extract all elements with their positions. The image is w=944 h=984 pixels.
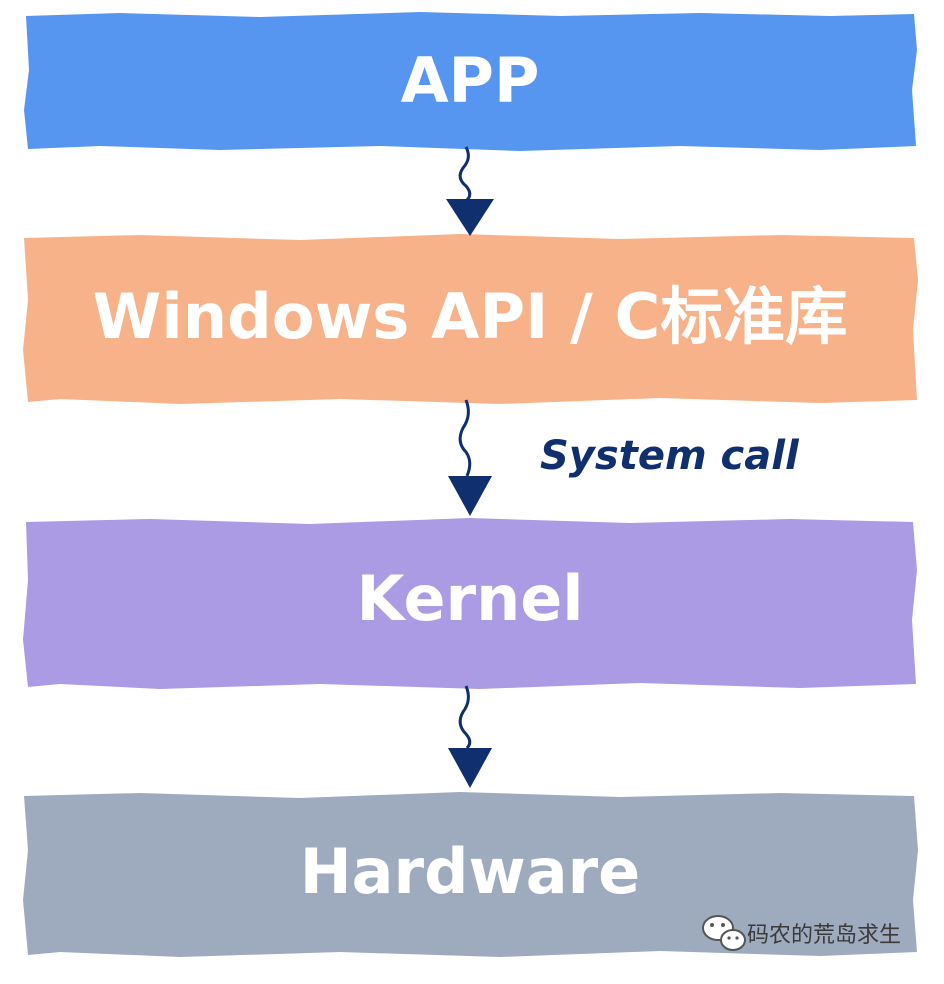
layer-api: Windows API / C标准库: [23, 234, 918, 404]
layer-hardware-label: Hardware: [300, 835, 640, 908]
layer-kernel: Kernel: [23, 518, 917, 689]
arrow-kernel-to-hardware-line: [458, 685, 472, 750]
arrow-app-to-api: [446, 146, 494, 236]
layer-api-label: Windows API / C标准库: [93, 280, 848, 353]
layer-app-band: [24, 12, 917, 151]
system-call-annotation: System call: [540, 433, 800, 479]
arrow-api-to-kernel-line: [458, 399, 472, 477]
layer-api-band: [23, 234, 918, 404]
arrow-app-to-api-line: [458, 146, 472, 202]
arrow-app-to-api-head: [446, 199, 494, 236]
arrow-api-to-kernel-head: [448, 476, 492, 516]
arrow-api-to-kernel: [448, 399, 492, 516]
layer-hardware: Hardware: [23, 792, 918, 957]
layer-kernel-label: Kernel: [356, 562, 583, 635]
layer-app: APP: [24, 12, 917, 151]
wechat-icon: [702, 915, 746, 951]
watermark: 码农的荒岛求生: [702, 915, 901, 951]
arrow-kernel-to-hardware: [448, 685, 492, 788]
layer-hardware-band: [23, 792, 918, 957]
watermark-text: 码农的荒岛求生: [747, 923, 901, 948]
arrow-kernel-to-hardware-head: [448, 748, 492, 788]
layer-app-label: APP: [401, 44, 540, 117]
layer-kernel-band: [23, 518, 917, 689]
